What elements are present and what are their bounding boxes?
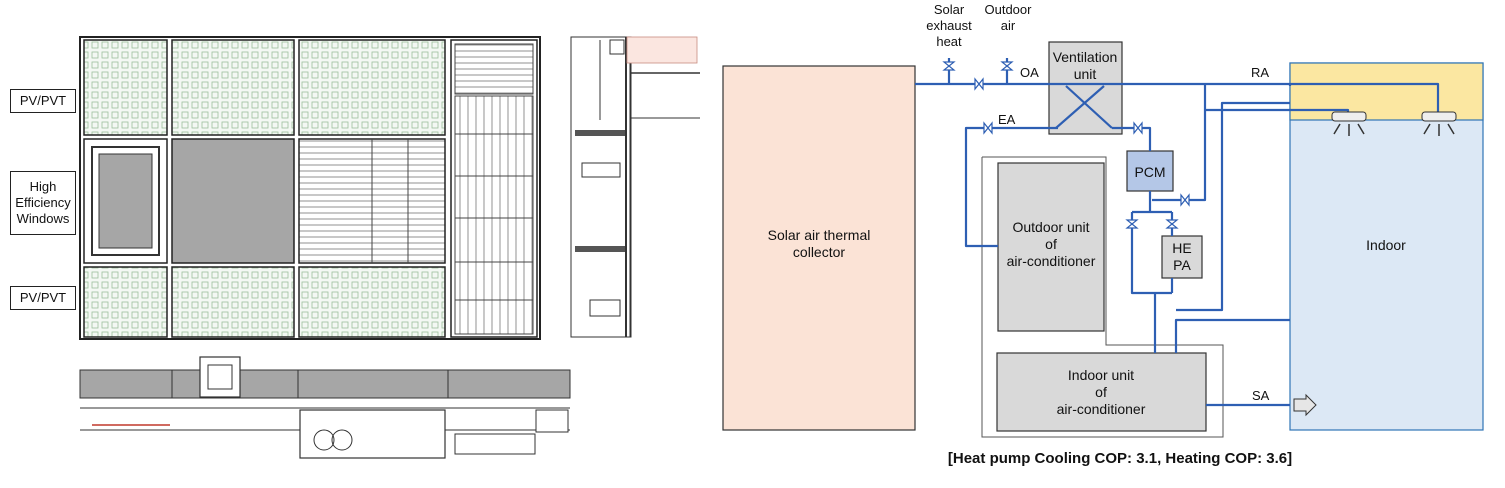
facade-plan-section [79, 356, 571, 459]
ceiling-plenum [1289, 62, 1484, 121]
valve-supply [1133, 121, 1143, 135]
text-line: Ventilation [1053, 49, 1118, 65]
sa-arrow-icon [1293, 393, 1317, 417]
text-line: exhaust [926, 18, 972, 33]
text-line: collector [793, 244, 845, 260]
text-line: air-conditioner [1057, 401, 1146, 417]
text-line: PA [1173, 257, 1191, 273]
solar-air-collector [722, 65, 916, 431]
valve-ea [983, 121, 993, 135]
valves [942, 61, 1190, 229]
text-line: unit [1074, 66, 1097, 82]
facade-elevation [79, 36, 541, 340]
duct-network [915, 58, 1440, 407]
diffuser-right [1421, 111, 1457, 136]
flow-label-ra: RA [1251, 65, 1269, 80]
valve-hepa [1165, 219, 1179, 229]
text-line: Solar air thermal [768, 227, 871, 243]
mechanical-room-outline [981, 156, 1224, 438]
hepa-filter [1161, 235, 1203, 279]
diffuser-left [1331, 111, 1367, 136]
text-line: Indoor unit [1068, 367, 1134, 383]
indoor-unit [996, 352, 1207, 432]
text-line: Outdoor unit [1012, 219, 1089, 235]
facade-section [570, 36, 700, 338]
text-line: Outdoor [985, 2, 1033, 17]
flow-label-ea: EA [998, 112, 1016, 127]
flow-label-oa: OA [1020, 65, 1039, 80]
indoor-label: Indoor [1366, 237, 1406, 253]
flow-label-sa: SA [1252, 388, 1270, 403]
text-line: of [1095, 384, 1107, 400]
indoor-zone [1289, 62, 1484, 431]
facade-label-pv-top: PV/PVT [10, 89, 76, 113]
valve-solar-exhaust [942, 61, 956, 71]
text-line: air [1001, 18, 1016, 33]
facade-label-pv-bottom: PV/PVT [10, 286, 76, 310]
pcm-label: PCM [1134, 164, 1165, 180]
ventilation-unit [1048, 41, 1123, 135]
text-line: of [1045, 236, 1057, 252]
text-line: HE [1172, 240, 1191, 256]
valve-oa-main [974, 77, 984, 91]
text-line: Solar [934, 2, 965, 17]
text-line: air-conditioner [1007, 253, 1096, 269]
cop-caption: [Heat pump Cooling COP: 3.1, Heating COP… [947, 450, 1293, 467]
valve-outdoor-air [1000, 61, 1014, 71]
valve-ra-branch [1180, 193, 1190, 207]
valve-bypass [1125, 219, 1139, 229]
facade-label-windows: High Efficiency Windows [10, 171, 76, 235]
text-line: heat [936, 34, 962, 49]
pcm-module [1126, 150, 1174, 192]
